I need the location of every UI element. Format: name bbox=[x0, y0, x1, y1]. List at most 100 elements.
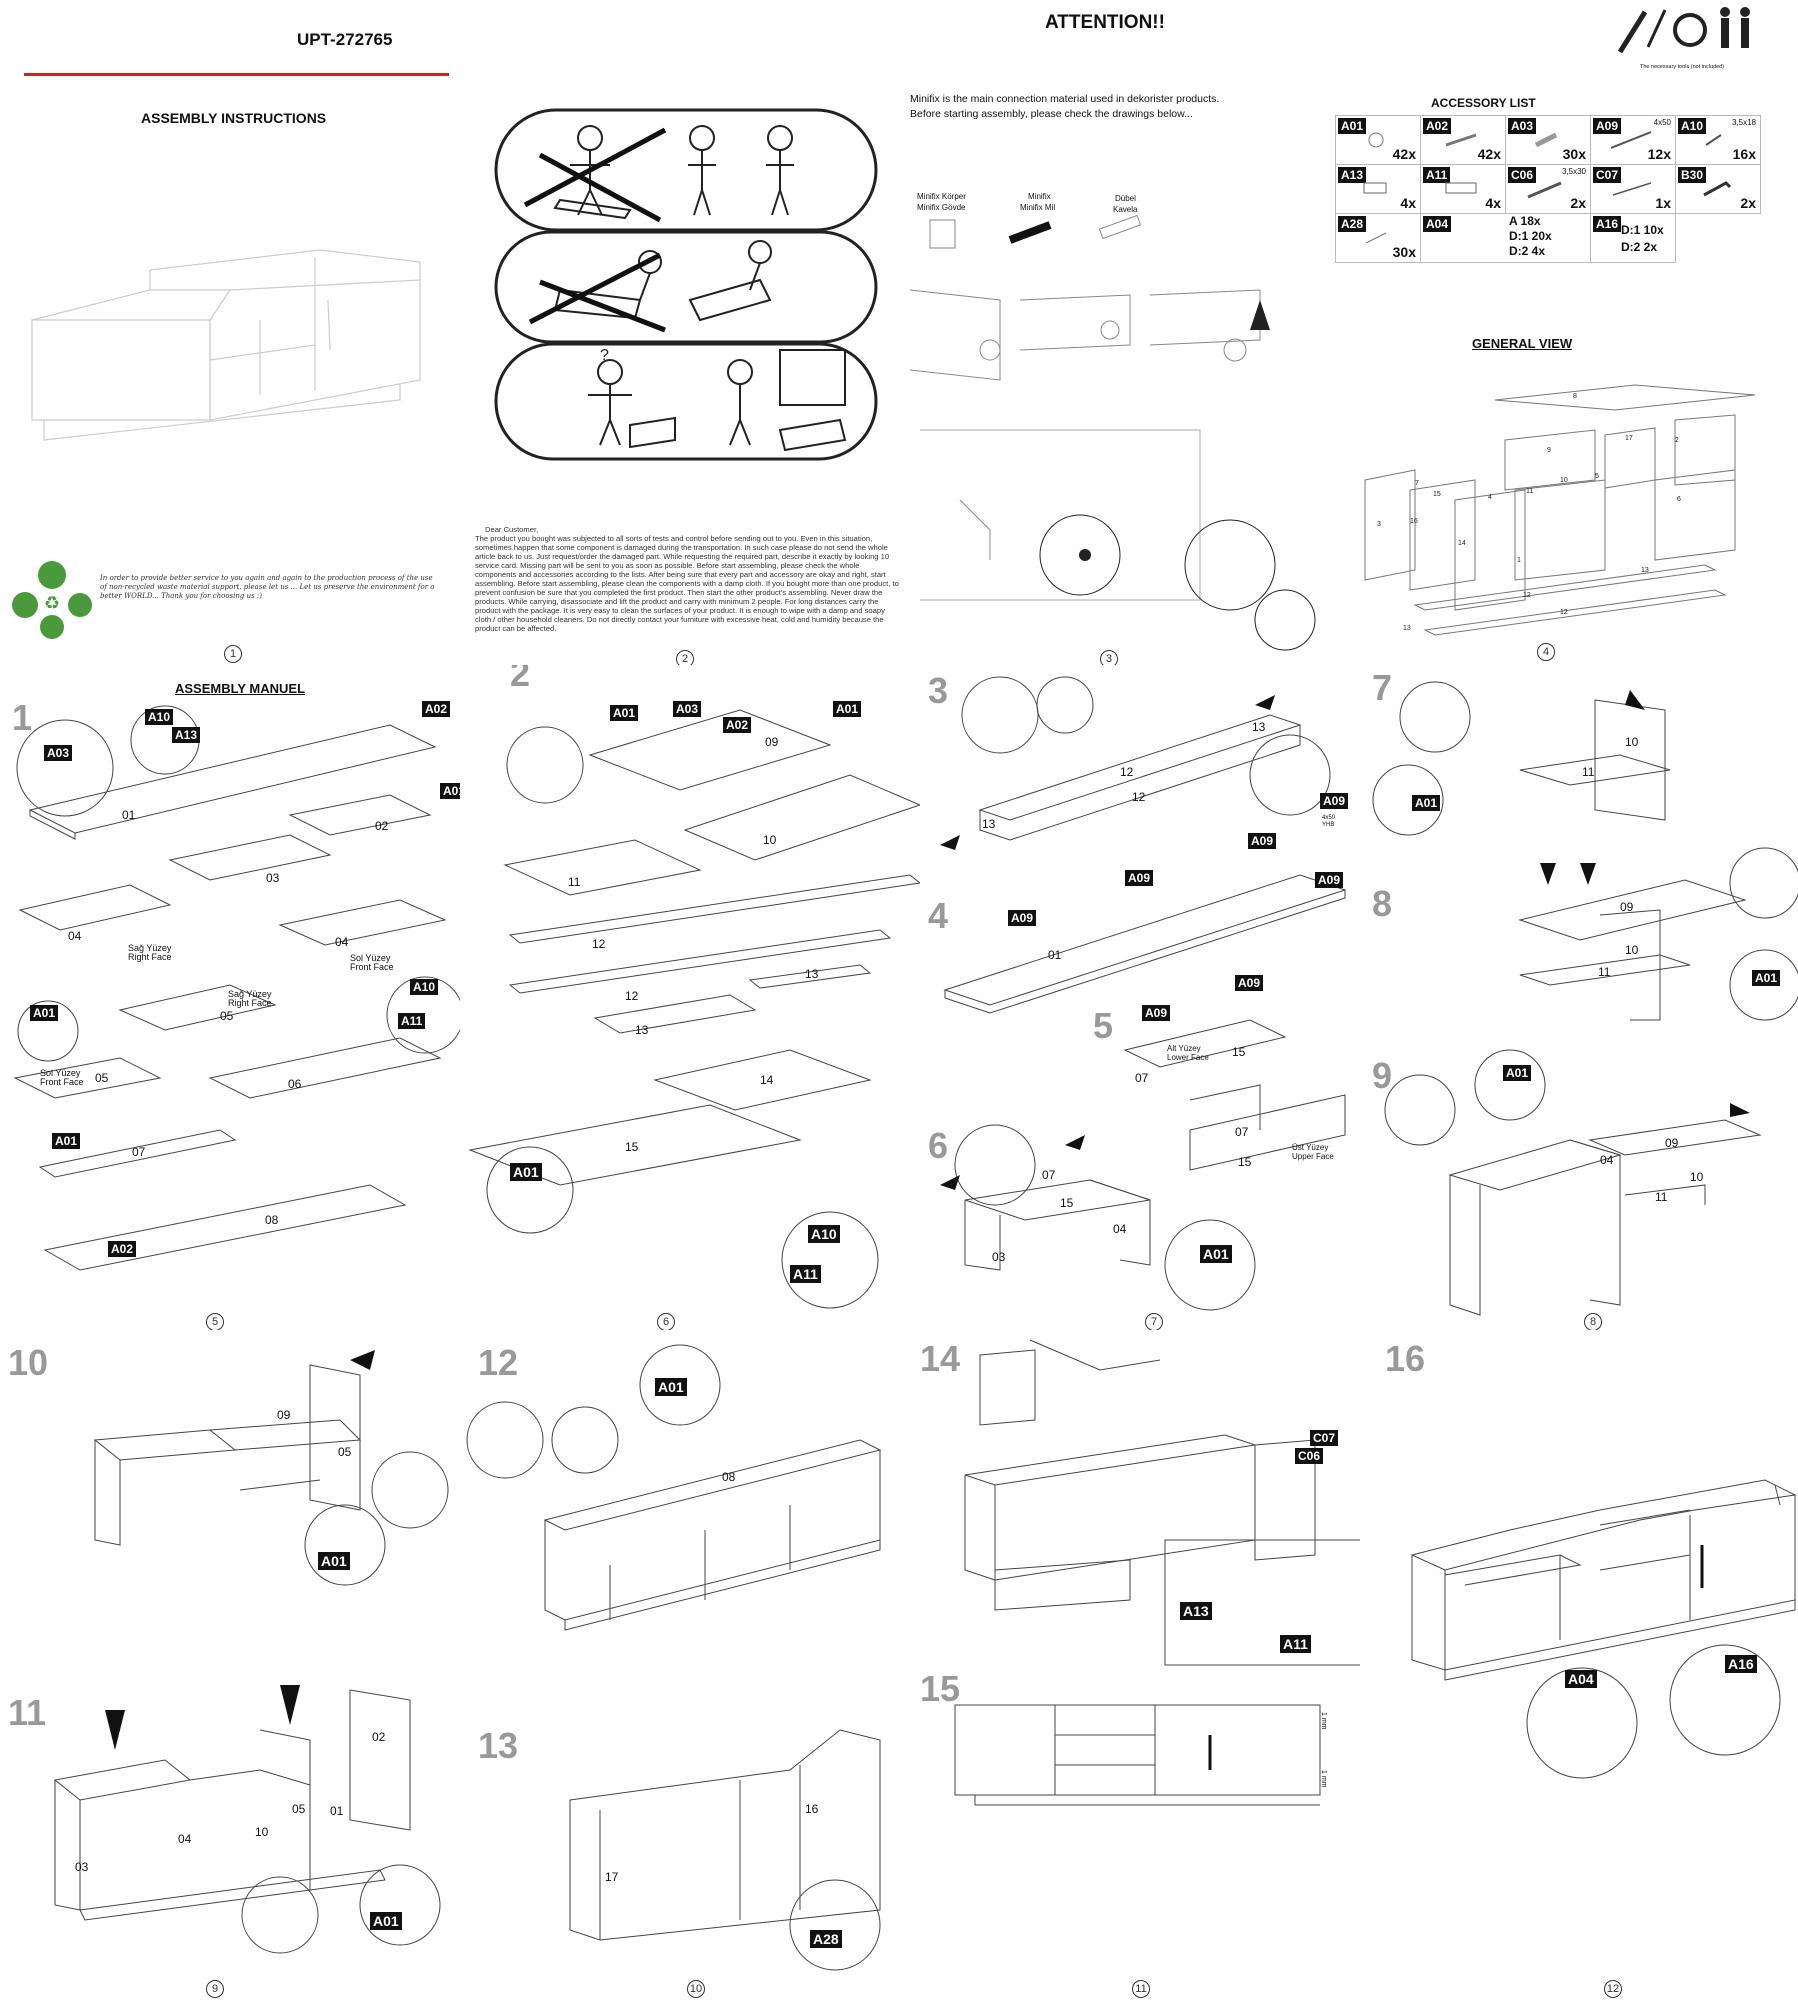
tag-a01-2: A01 bbox=[30, 1005, 59, 1021]
minifix-intro-2: Before starting assembly, please check t… bbox=[910, 108, 1193, 120]
steps7-9-panel: 7 8 9 10 11 09 10 11 04 09 10 11 A01 A01 bbox=[1360, 665, 1798, 1330]
a04-qty-d1: D:1 20x bbox=[1509, 229, 1552, 243]
step-10: 10 bbox=[8, 1342, 49, 1383]
tools-note: The necessary tools (not included) bbox=[1640, 64, 1725, 70]
tag-a09-3: A09 bbox=[1125, 870, 1154, 886]
steps10-11-diagram bbox=[53, 1350, 449, 1954]
step-3: 3 bbox=[928, 670, 949, 711]
gap-label-bottom: 1 mm bbox=[1320, 1770, 1327, 1788]
part-13-d: 13 bbox=[982, 817, 996, 831]
dowel-label-2: Kavela bbox=[1113, 205, 1138, 214]
svg-text:3: 3 bbox=[1377, 521, 1381, 528]
steps10-11-panel: 10 11 09 05 02 04 05 10 01 03 A01 A01 9 bbox=[0, 1330, 460, 2000]
tag-a02-1: A02 bbox=[422, 701, 451, 717]
recycle-icon: ♻ bbox=[10, 555, 95, 640]
svg-text:14: 14 bbox=[1458, 540, 1466, 547]
part-12-a: 12 bbox=[592, 937, 606, 951]
part-11: 11 bbox=[568, 875, 581, 889]
page-number-7: 7 bbox=[1145, 1313, 1163, 1330]
customer-note: Dear Customer, The product you bought wa… bbox=[475, 525, 900, 633]
tag-a16: A16 bbox=[1725, 1655, 1757, 1673]
part-09-d: 09 bbox=[277, 1408, 291, 1422]
step-14: 14 bbox=[920, 1338, 961, 1379]
step1-panels-diagram bbox=[13, 705, 460, 1271]
tag-a10-2: A10 bbox=[410, 979, 439, 995]
step-9: 9 bbox=[1372, 1055, 1393, 1096]
tag-a28-1: A28 bbox=[810, 1930, 842, 1948]
svg-text:1: 1 bbox=[1517, 557, 1521, 564]
page-number-8: 8 bbox=[1584, 1313, 1602, 1330]
tag-a01-6: A01 bbox=[510, 1163, 542, 1181]
part-05-left: 05 bbox=[95, 1071, 109, 1085]
accessory-list-title: ACCESSORY LIST bbox=[1431, 96, 1536, 110]
tag-a02-2: A02 bbox=[108, 1241, 137, 1257]
page-number-5: 5 bbox=[206, 1313, 224, 1330]
part-09: 09 bbox=[765, 735, 779, 749]
tag-a01-7: A01 bbox=[1200, 1245, 1232, 1263]
part-15-d: 15 bbox=[1060, 1196, 1074, 1210]
tag-a11-3: A11 bbox=[1280, 1635, 1311, 1653]
svg-text:?: ? bbox=[600, 347, 609, 364]
svg-text:♻: ♻ bbox=[44, 593, 60, 613]
part-07-c: 07 bbox=[1235, 1125, 1249, 1139]
step-13: 13 bbox=[478, 1725, 519, 1766]
part-01: 01 bbox=[122, 808, 136, 822]
page-number-10: 10 bbox=[687, 1980, 705, 1998]
part-10-e: 10 bbox=[255, 1825, 269, 1839]
step-1: 1 bbox=[12, 697, 33, 738]
tag-a09-6: A09 bbox=[1235, 975, 1264, 991]
steps3-6-diagram bbox=[940, 676, 1347, 1311]
svg-text:15: 15 bbox=[1433, 491, 1441, 498]
part-04-e: 04 bbox=[178, 1832, 192, 1846]
dowel-label-1: Dübel bbox=[1115, 194, 1136, 203]
tag-c07: C07 bbox=[1310, 1430, 1339, 1446]
part-10-b: 10 bbox=[1625, 735, 1639, 749]
two-person-handling-illustration: ? bbox=[494, 108, 878, 461]
part-05-right: 05 bbox=[220, 1009, 234, 1023]
part-17: 17 bbox=[605, 1870, 619, 1884]
tag-a01-4: A01 bbox=[610, 705, 639, 721]
svg-text:4: 4 bbox=[1488, 494, 1492, 501]
minifix-body-label-2: Minifix Gövde bbox=[917, 203, 966, 212]
part-08: 08 bbox=[265, 1213, 279, 1227]
tag-a01-13: A01 bbox=[655, 1378, 687, 1396]
a16-qty-d1: D:1 10x bbox=[1621, 223, 1664, 237]
svg-text:13: 13 bbox=[1641, 567, 1649, 574]
tag-a03-2: A03 bbox=[673, 701, 702, 717]
tag-a02-3: A02 bbox=[723, 717, 752, 733]
minifix-pin-label-1: Minifix bbox=[1028, 192, 1051, 201]
step-2: 2 bbox=[510, 665, 531, 694]
step-11: 11 bbox=[8, 1692, 47, 1733]
minifix-body-label-1: Minifix Körper bbox=[917, 192, 966, 201]
svg-text:11: 11 bbox=[1526, 488, 1533, 495]
part-15-c: 15 bbox=[1238, 1155, 1252, 1169]
svg-text:8: 8 bbox=[1573, 393, 1577, 400]
tag-a04: A04 bbox=[1565, 1670, 1597, 1688]
a04-qty-d2: D:2 4x bbox=[1509, 244, 1546, 258]
cabinet-outline-illustration bbox=[31, 249, 421, 441]
tag-a09-5: A09 bbox=[1315, 872, 1344, 888]
step16-panel: 16 A04 A16 12 bbox=[1360, 1330, 1798, 2000]
part-07: 07 bbox=[132, 1145, 146, 1159]
svg-text:16: 16 bbox=[1410, 518, 1418, 525]
part-13-a: 13 bbox=[635, 1023, 649, 1037]
minifix-intro-1: Minifix is the main connection material … bbox=[910, 93, 1220, 105]
part-16: 16 bbox=[805, 1802, 819, 1816]
part-12-c: 12 bbox=[1120, 765, 1134, 779]
page-number-12: 12 bbox=[1604, 1980, 1622, 1998]
minifix-diagram bbox=[909, 214, 1316, 651]
